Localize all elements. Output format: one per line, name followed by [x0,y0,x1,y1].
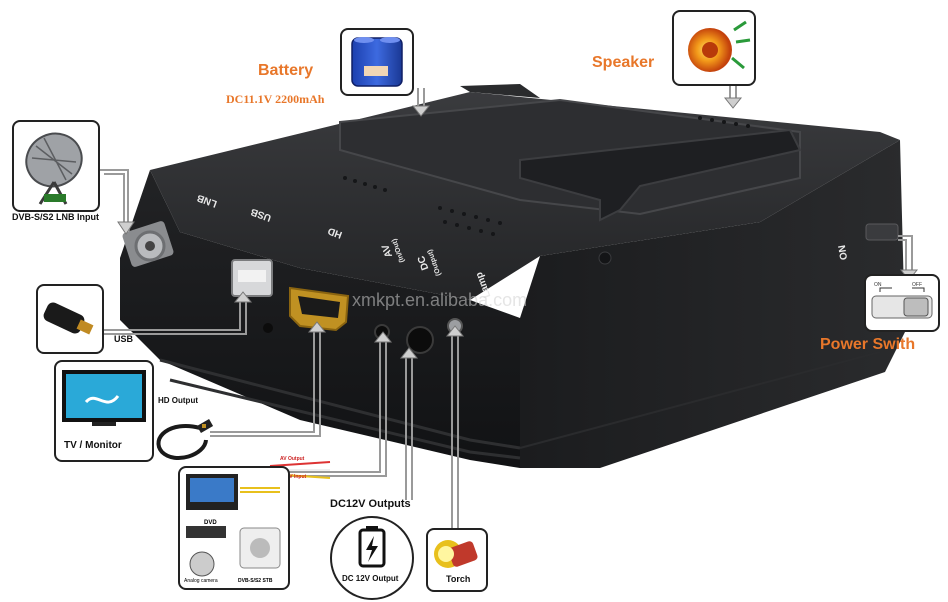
torch-icon [434,540,478,568]
av-output-label: AV Output [280,456,305,462]
dc12v-output-label: DC 12V Output [342,574,399,583]
usb-stick-icon [43,302,94,335]
lnb-input-label: DVB-S/S2 LNB Input [12,212,99,222]
watermark: xmkpt.en.alibaba.com [352,290,527,310]
battery-label: Battery [258,62,314,79]
battery-spec-label: DC11.1V 2200mAh [226,92,325,106]
dc12v-output-thumbnail: DC 12V Output [330,516,414,600]
usb-stick-thumbnail [36,284,104,354]
stb-label: DVB-S/S2 STB [238,578,273,584]
usb-port [231,259,273,297]
satellite-dish-thumbnail [12,120,100,212]
tv-monitor-label: TV / Monitor [64,440,122,451]
device-label-on: ON [837,244,850,261]
battery-icon [351,37,403,87]
device-label-av: AV [380,242,395,258]
analog-camera-label: Analog camera [184,578,218,584]
speaker-icon [688,20,751,72]
device-side-face [520,140,905,468]
battery-charge-icon [358,526,386,568]
av-input-label: AV Input [286,474,307,480]
hd-output-label: HD Output [158,396,198,405]
dc-port [406,326,434,354]
device-body [120,84,905,468]
hd-port [289,286,350,332]
torch-thumbnail: Torch [426,528,488,592]
av-devices-thumbnail: DVD Analog camera DVB-S/S2 STB [178,466,290,590]
side-power-switch[interactable] [865,223,899,241]
tv-monitor-thumbnail: TV / Monitor [54,360,154,462]
speaker-label: Speaker [592,54,655,71]
power-switch-thumbnail: ON OFF [864,274,940,332]
dc12v-outputs-label: DC12V Outputs [330,498,411,510]
lnb-port [122,221,174,267]
kickstand [519,128,802,222]
device-label-dc: DC [416,254,431,271]
tv-monitor-icon [62,370,146,426]
hdmi-cable-icon [156,424,208,460]
power-switch-off-text: OFF [912,282,922,288]
device-label-hd: HD [326,225,343,240]
battery-thumbnail [340,28,414,96]
power-switch-on-text: ON [874,282,882,288]
top-vents [343,116,750,236]
connector-lines [100,82,913,530]
usb-label: USB [114,334,134,344]
dvd-label: DVD [204,520,217,526]
power-switch-label: Power Swith [820,336,916,353]
av-devices-icon [186,474,281,577]
satellite-dish-icon [25,132,83,205]
torch-label: Torch [446,574,471,584]
speaker-thumbnail [672,10,756,86]
power-switch-icon [871,287,933,319]
